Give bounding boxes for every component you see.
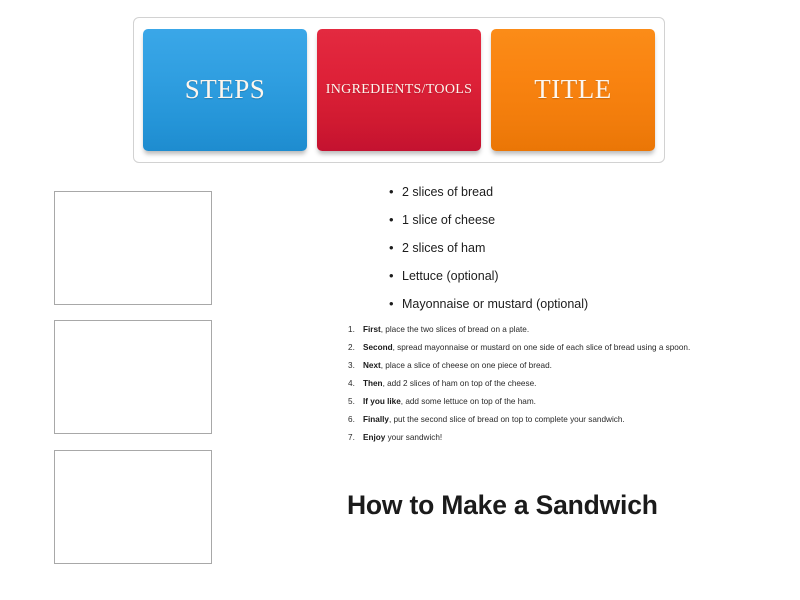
step-text: your sandwich! [385, 433, 443, 442]
list-item: 2 slices of ham [340, 241, 770, 255]
list-item: Second, spread mayonnaise or mustard on … [340, 343, 770, 352]
step-lead: Second [363, 343, 393, 352]
list-item: Finally, put the second slice of bread o… [340, 415, 770, 424]
step-text: , put the second slice of bread on top t… [388, 415, 625, 424]
step-text: , spread mayonnaise or mustard on one si… [392, 343, 691, 352]
drop-zone-1[interactable] [54, 191, 212, 305]
step-text: , place a slice of cheese on one piece o… [380, 361, 552, 370]
step-lead: Next [363, 361, 381, 370]
step-text: , add 2 slices of ham on top of the chee… [382, 379, 537, 388]
tile-label-title: TITLE [534, 74, 612, 105]
draggable-tile-tray: STEPS INGREDIENTS/TOOLS TITLE [133, 17, 665, 163]
list-item: 1 slice of cheese [340, 213, 770, 227]
step-lead: Enjoy [363, 433, 386, 442]
drop-zone-3[interactable] [54, 450, 212, 564]
content-column: 2 slices of bread 1 slice of cheese 2 sl… [340, 185, 770, 521]
list-item: If you like, add some lettuce on top of … [340, 397, 770, 406]
steps-list: First, place the two slices of bread on … [340, 325, 770, 442]
list-item: Mayonnaise or mustard (optional) [340, 297, 770, 311]
drop-zone-2[interactable] [54, 320, 212, 434]
ingredients-list: 2 slices of bread 1 slice of cheese 2 sl… [340, 185, 770, 311]
draggable-tile-steps[interactable]: STEPS [143, 29, 307, 151]
list-item: Enjoy your sandwich! [340, 433, 770, 442]
list-item: Next, place a slice of cheese on one pie… [340, 361, 770, 370]
tile-label-ingredients: INGREDIENTS/TOOLS [325, 82, 473, 98]
step-lead: Then [363, 379, 383, 388]
document-title: How to Make a Sandwich [347, 490, 658, 521]
step-lead: First [363, 325, 381, 334]
draggable-tile-title[interactable]: TITLE [491, 29, 655, 151]
list-item: Lettuce (optional) [340, 269, 770, 283]
step-lead: Finally [363, 415, 389, 424]
list-item: Then, add 2 slices of ham on top of the … [340, 379, 770, 388]
step-text: , add some lettuce on top of the ham. [400, 397, 536, 406]
draggable-tile-ingredients[interactable]: INGREDIENTS/TOOLS [317, 29, 481, 151]
step-lead: If you like [363, 397, 401, 406]
tile-label-steps: STEPS [184, 74, 266, 105]
step-text: , place the two slices of bread on a pla… [380, 325, 530, 334]
list-item: First, place the two slices of bread on … [340, 325, 770, 334]
list-item: 2 slices of bread [340, 185, 770, 199]
